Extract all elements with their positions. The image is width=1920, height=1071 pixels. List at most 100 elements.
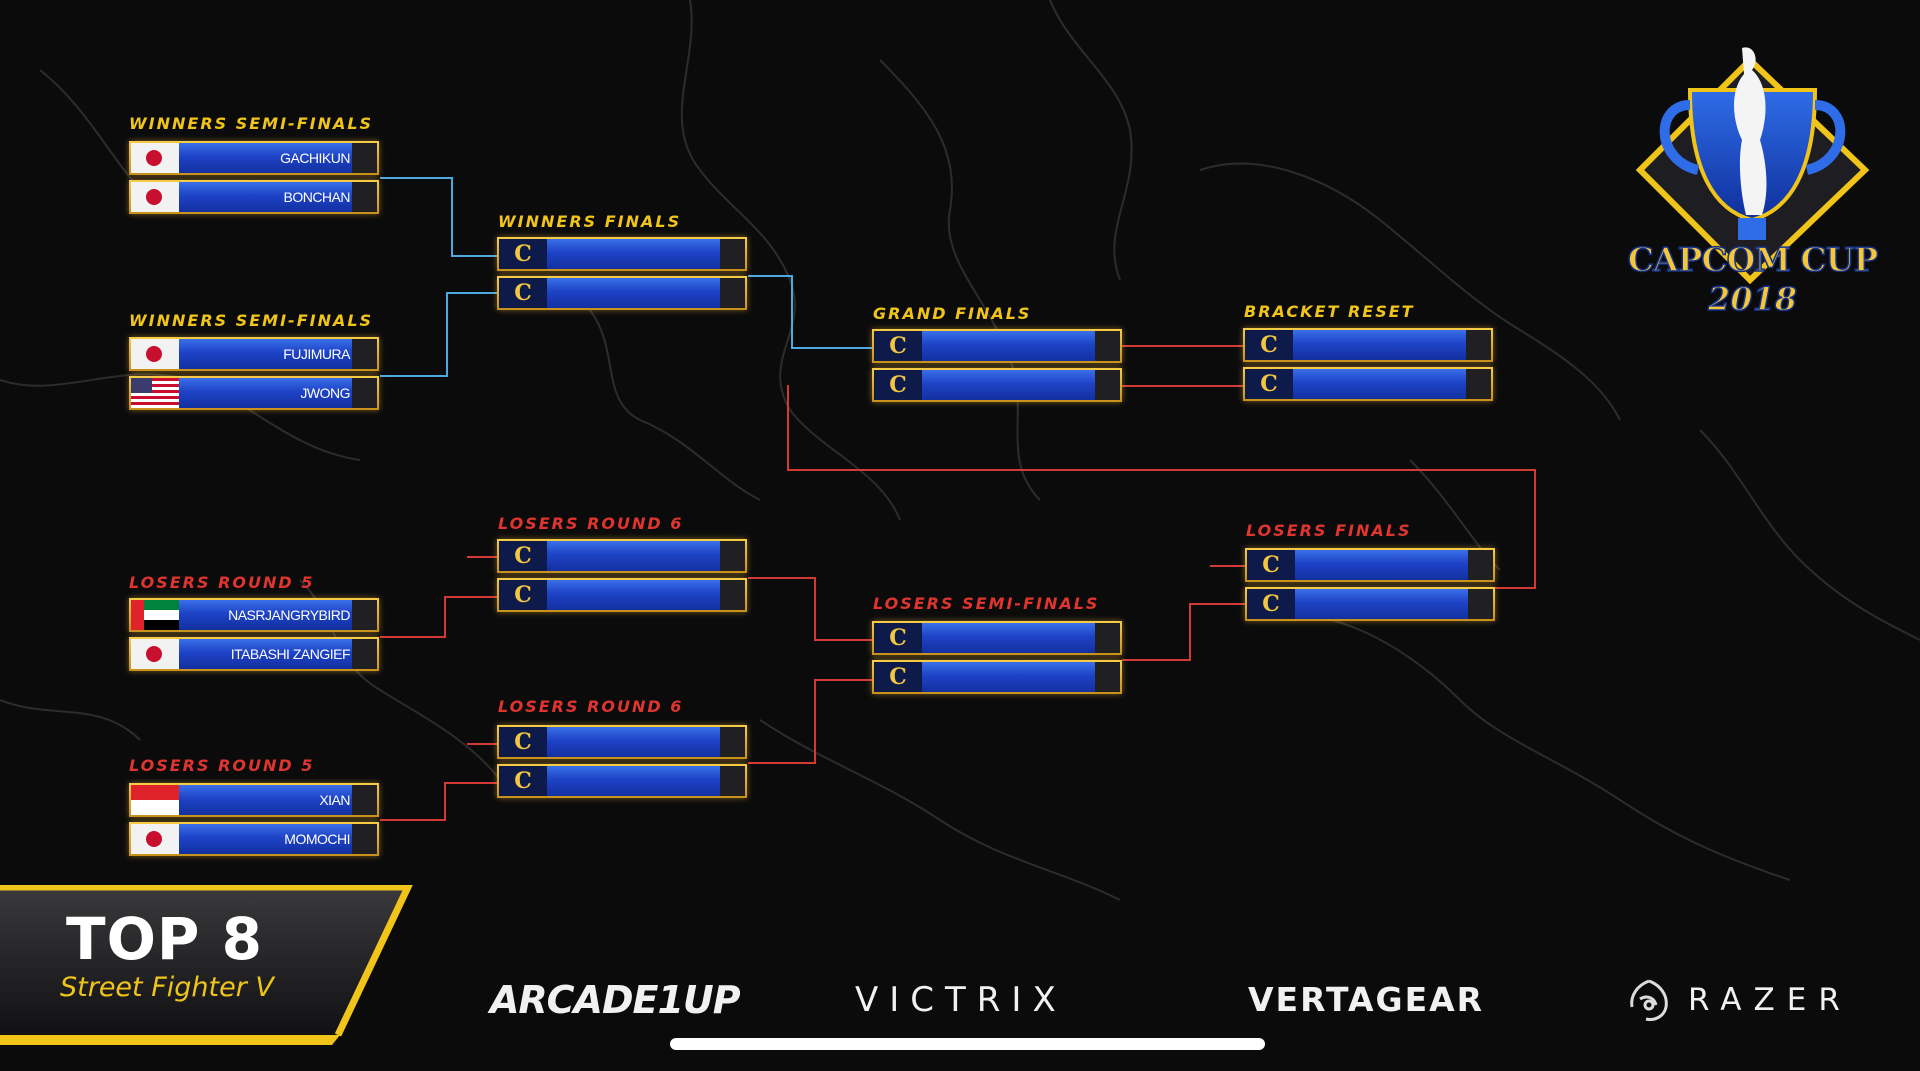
match-losers-round-5-a[interactable]: NASRJANGRYBIRD ITABASHI ZANGIEF (129, 598, 379, 675)
empty-name-bar (547, 727, 720, 757)
capcom-logo-icon: C (1247, 589, 1295, 619)
match-losers-round-6-b[interactable]: C C (497, 725, 747, 802)
score-box (720, 727, 745, 757)
player-slot[interactable]: JWONG (129, 376, 379, 410)
empty-name-bar (1295, 550, 1468, 580)
event-logo-title: CAPCOM CUP (1627, 239, 1879, 280)
label-losers-round-6-a: LOSERS ROUND 6 (498, 514, 684, 533)
player-slot[interactable]: FUJIMURA (129, 337, 379, 371)
match-grand-finals[interactable]: C C (872, 329, 1122, 406)
match-winners-semi-1[interactable]: GACHIKUN BONCHAN (129, 141, 379, 218)
match-bracket-reset[interactable]: C C (1243, 328, 1493, 405)
label-bracket-reset: BRACKET RESET (1244, 302, 1415, 321)
player-name: FUJIMURA (179, 339, 352, 369)
empty-slot[interactable]: C (1245, 587, 1495, 621)
player-slot[interactable]: GACHIKUN (129, 141, 379, 175)
player-slot[interactable]: BONCHAN (129, 180, 379, 214)
score-box (352, 182, 377, 212)
score-box (1095, 331, 1120, 361)
empty-name-bar (547, 766, 720, 796)
empty-slot[interactable]: C (497, 237, 747, 271)
razer-snake-icon (1630, 979, 1668, 1021)
match-losers-round-5-b[interactable]: XIAN MOMOCHI (129, 783, 379, 860)
capcom-logo-icon: C (874, 370, 922, 400)
empty-name-bar (547, 580, 720, 610)
player-name: MOMOCHI (179, 824, 352, 854)
japan-flag-icon (131, 143, 179, 173)
player-slot[interactable]: MOMOCHI (129, 822, 379, 856)
empty-slot[interactable]: C (1245, 548, 1495, 582)
match-winners-finals[interactable]: C C (497, 237, 747, 314)
score-box (352, 785, 377, 815)
empty-slot[interactable]: C (872, 368, 1122, 402)
empty-name-bar (547, 278, 720, 308)
score-box (352, 600, 377, 630)
capcom-logo-icon: C (499, 278, 547, 308)
match-losers-semi-finals[interactable]: C C (872, 621, 1122, 698)
score-box (352, 339, 377, 369)
label-losers-round-5-b: LOSERS ROUND 5 (129, 756, 315, 775)
capcom-cup-trophy-logo (1635, 47, 1870, 285)
sponsor-razer-logo: RAZER (1688, 982, 1852, 1018)
score-box (352, 824, 377, 854)
empty-name-bar (1293, 330, 1466, 360)
empty-name-bar (547, 239, 720, 269)
label-losers-finals: LOSERS FINALS (1246, 521, 1412, 540)
japan-flag-icon (131, 824, 179, 854)
label-losers-semi-finals: LOSERS SEMI-FINALS (873, 594, 1100, 613)
empty-slot[interactable]: C (872, 329, 1122, 363)
banner-title: TOP 8 (66, 905, 263, 973)
score-box (720, 580, 745, 610)
empty-slot[interactable]: C (497, 578, 747, 612)
empty-slot[interactable]: C (497, 725, 747, 759)
capcom-logo-icon: C (499, 239, 547, 269)
capcom-logo-icon: C (874, 623, 922, 653)
player-slot[interactable]: ITABASHI ZANGIEF (129, 637, 379, 671)
empty-name-bar (922, 331, 1095, 361)
score-box (352, 639, 377, 669)
capcom-logo-icon: C (499, 580, 547, 610)
capcom-logo-icon: C (499, 766, 547, 796)
match-losers-finals[interactable]: C C (1245, 548, 1495, 625)
empty-slot[interactable]: C (497, 276, 747, 310)
empty-name-bar (922, 623, 1095, 653)
label-grand-finals: GRAND FINALS (873, 304, 1032, 323)
score-box (352, 378, 377, 408)
score-box (1095, 662, 1120, 692)
score-box (1095, 370, 1120, 400)
score-box (1468, 589, 1493, 619)
player-name: BONCHAN (179, 182, 352, 212)
japan-flag-icon (131, 182, 179, 212)
empty-slot[interactable]: C (872, 660, 1122, 694)
japan-flag-icon (131, 639, 179, 669)
uae-flag-icon (131, 600, 179, 630)
capcom-logo-icon: C (499, 727, 547, 757)
banner-subtitle: Street Fighter V (60, 972, 274, 1003)
label-winners-finals: WINNERS FINALS (498, 212, 682, 231)
player-slot[interactable]: NASRJANGRYBIRD (129, 598, 379, 632)
empty-name-bar (922, 370, 1095, 400)
japan-flag-icon (131, 339, 179, 369)
capcom-logo-icon: C (874, 662, 922, 692)
empty-slot[interactable]: C (1243, 367, 1493, 401)
label-winners-semi-2: WINNERS SEMI-FINALS (129, 311, 374, 330)
player-name: JWONG (179, 378, 352, 408)
capcom-logo-icon: C (1247, 550, 1295, 580)
score-box (1468, 550, 1493, 580)
player-slot[interactable]: XIAN (129, 783, 379, 817)
capcom-logo-icon: C (1245, 330, 1293, 360)
capcom-logo-icon: C (1245, 369, 1293, 399)
event-logo-year: 2018 (1707, 279, 1798, 319)
capcom-logo-icon: C (874, 331, 922, 361)
score-box (720, 239, 745, 269)
match-losers-round-6-a[interactable]: C C (497, 539, 747, 616)
empty-slot[interactable]: C (872, 621, 1122, 655)
empty-name-bar (547, 541, 720, 571)
empty-slot[interactable]: C (497, 539, 747, 573)
match-winners-semi-2[interactable]: FUJIMURA JWONG (129, 337, 379, 414)
empty-slot[interactable]: C (497, 764, 747, 798)
home-indicator[interactable] (670, 1038, 1265, 1050)
top8-banner (0, 885, 413, 1045)
empty-slot[interactable]: C (1243, 328, 1493, 362)
